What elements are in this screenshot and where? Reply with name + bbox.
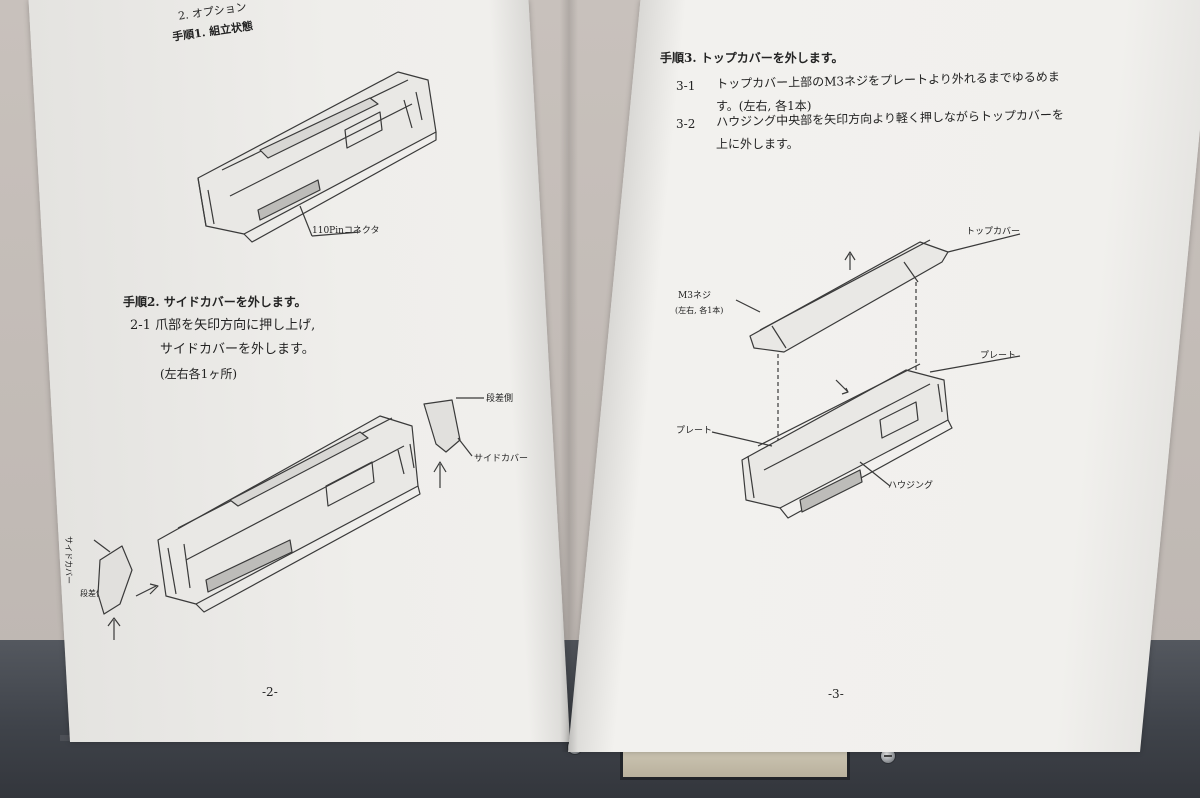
callout-tab: 段差側 [486,394,514,404]
step2-line1: 2-1 爪部を矢印方向に押し上げ, [130,318,316,333]
step2-line3: (左右各1ヶ所) [160,367,237,381]
step3-2-line2: 上に外します。 [716,137,799,151]
step3-2-number: 3-2 [676,117,696,131]
callout-housing: ハウジング [888,481,934,491]
callout-plate-left: プレート [676,426,713,436]
callout-tab-left: 段差側 [80,589,104,598]
callout-m3-screw: M3ネジ [678,291,711,301]
callout-side-cover: サイドカバー [474,454,529,464]
step2-title: 手順2. サイドカバーを外します。 [123,295,307,309]
step3-1-line2: す。(左右, 各1本) [716,99,812,113]
top-cover-removal-drawing [711,233,1021,519]
assembled-unit-drawing [197,71,437,243]
callout-plate-right: プレート [980,351,1017,361]
callout-m3-note: (左右, 各1本) [675,306,724,315]
booklet-gutter [560,0,578,752]
page-number-right: -3- [828,687,844,701]
step2-line2: サイドカバーを外します。 [160,342,315,357]
connector-label: 110Pinコネクタ [312,226,380,236]
step3-1-number: 3-1 [676,79,696,93]
callout-top-cover: トップカバー [966,227,1021,237]
side-cover-removal-drawing [93,397,484,640]
step3-title: 手順3. トップカバーを外します。 [660,51,844,65]
page-number-left: -2- [262,685,278,699]
